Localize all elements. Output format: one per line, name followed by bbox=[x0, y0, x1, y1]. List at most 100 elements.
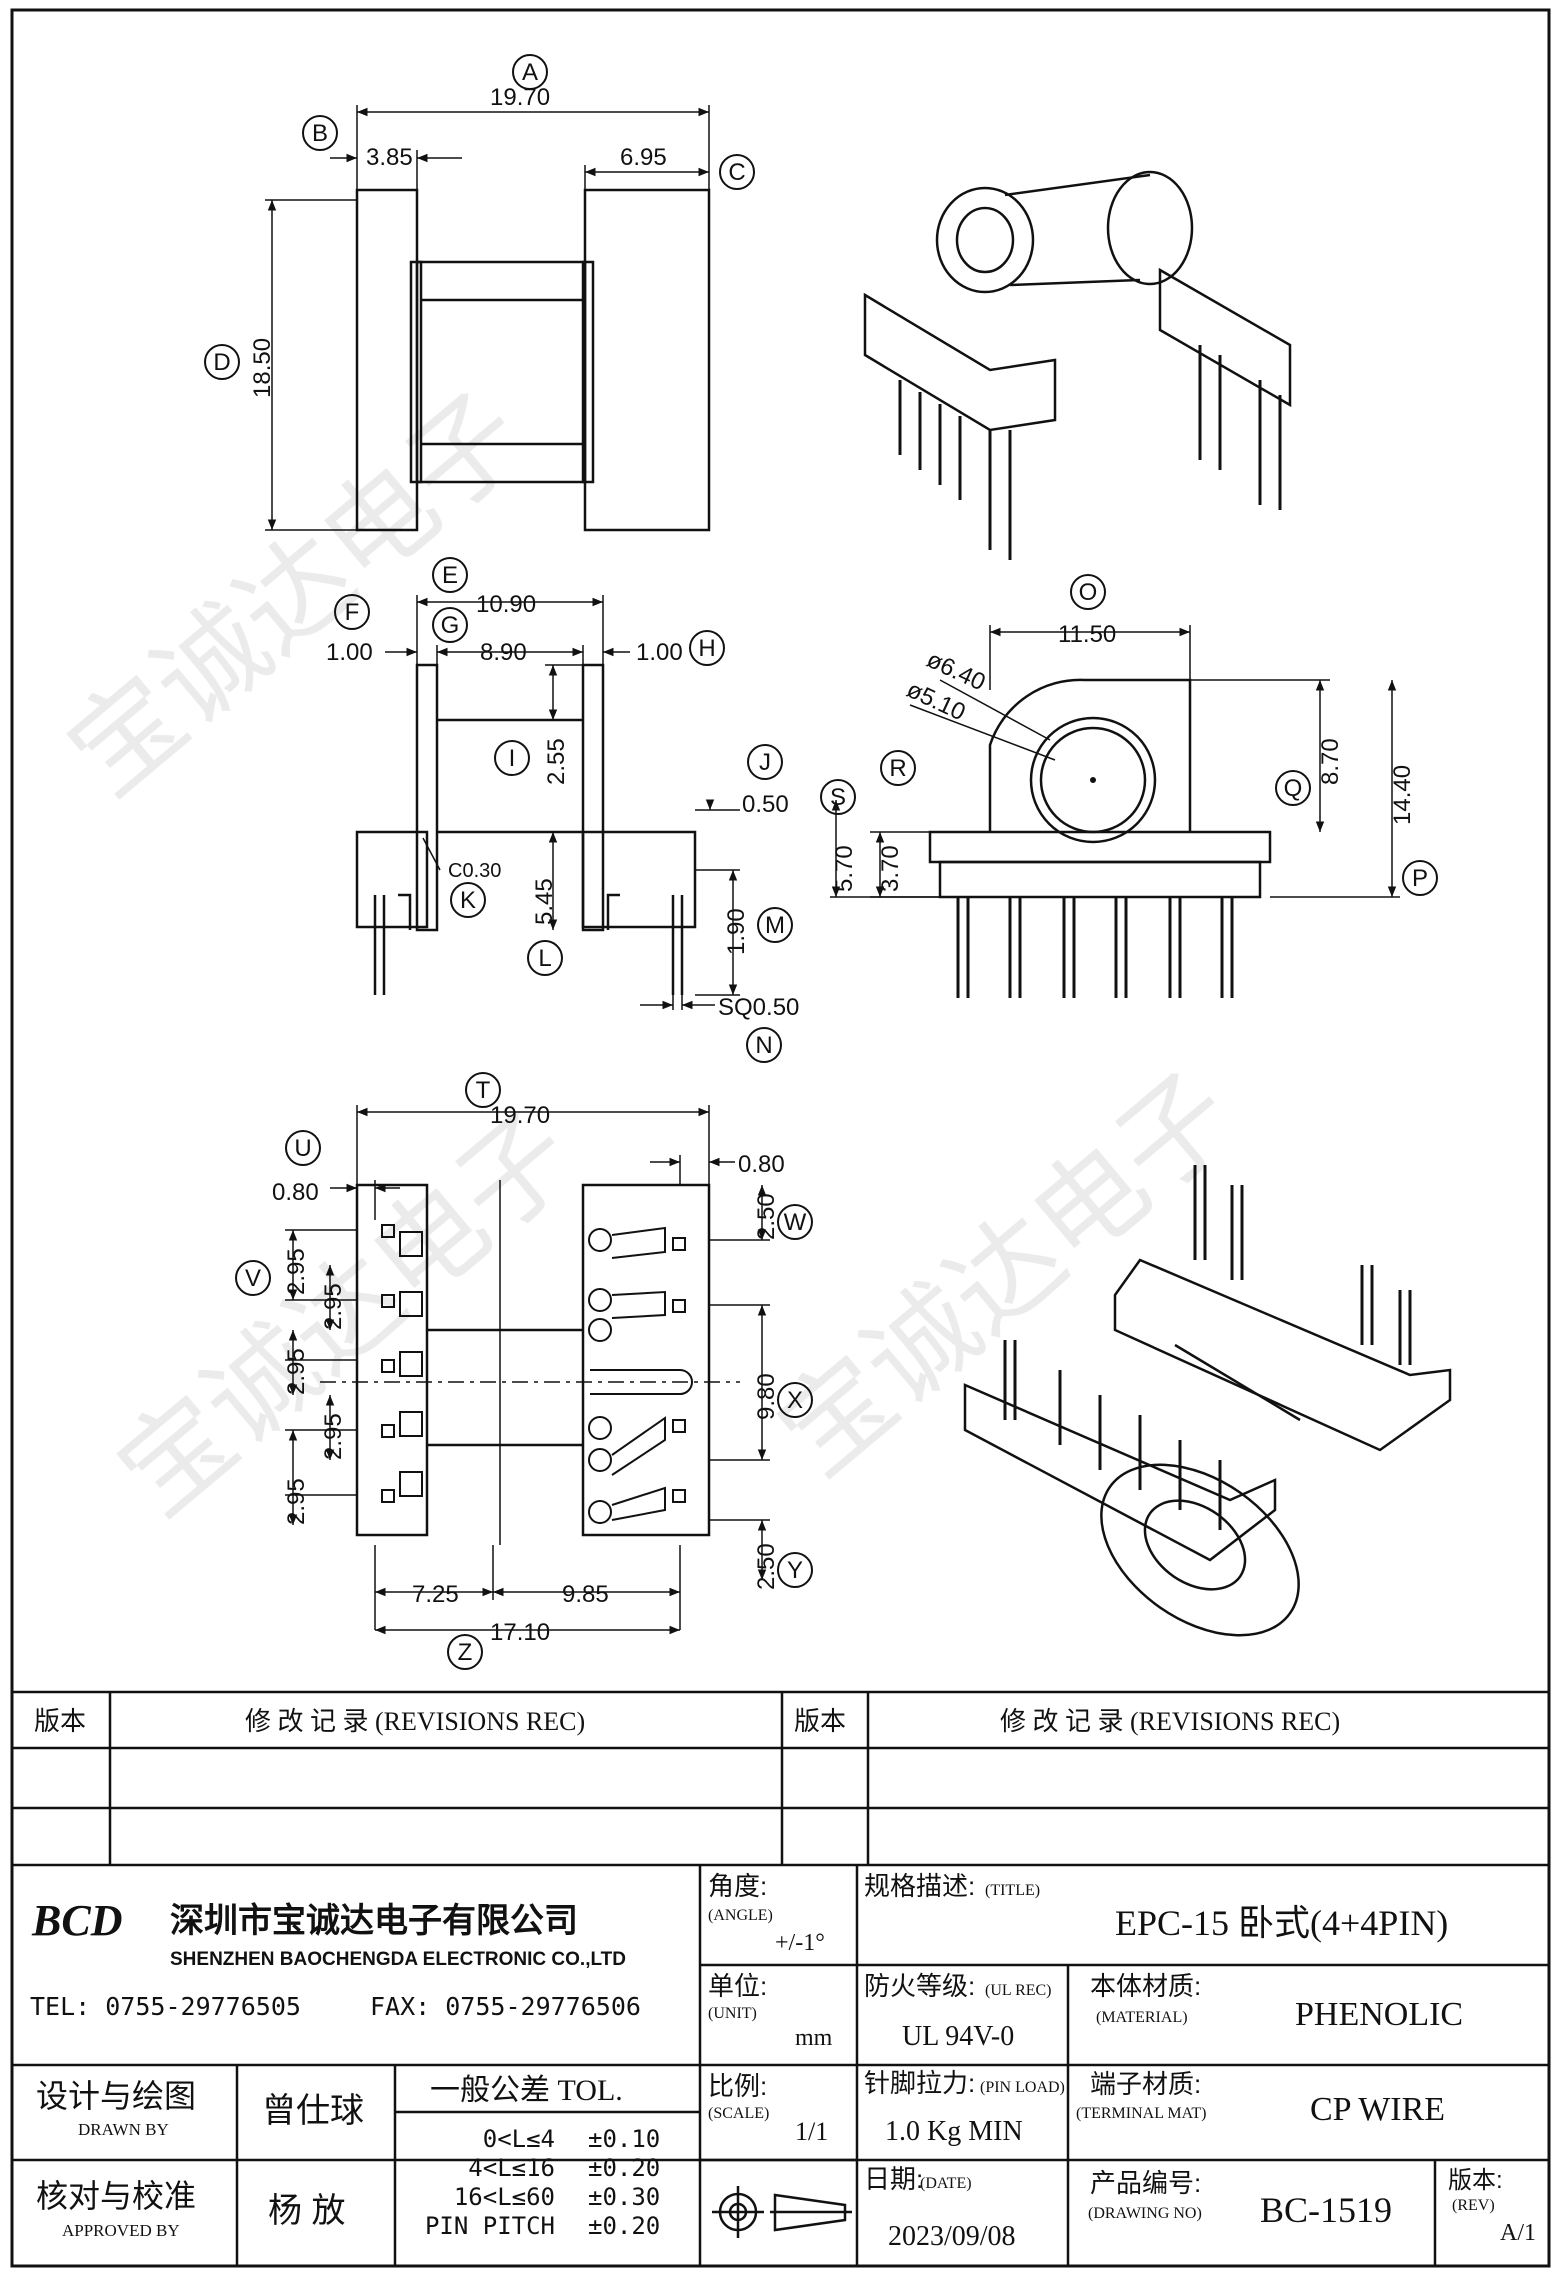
company-fax: FAX: 0755-29776506 bbox=[370, 1992, 641, 2021]
iso-view-bottom bbox=[963, 1165, 1452, 1637]
side-view-dims bbox=[830, 625, 1400, 898]
svg-text:宝诚达电子: 宝诚达电子 bbox=[46, 371, 546, 819]
balloon-N: N bbox=[755, 1032, 772, 1059]
dim-F-value: 1.00 bbox=[326, 639, 373, 666]
dim-L-value: 5.45 bbox=[531, 878, 558, 925]
dim-U-value: 0.80 bbox=[272, 1179, 319, 1206]
dim-G-value: 8.90 bbox=[480, 639, 527, 666]
dim-W-value: 2.50 bbox=[753, 1193, 780, 1240]
designer-value: 曾仕球 bbox=[262, 2092, 364, 2130]
designer-label: 设计与绘图 bbox=[36, 2078, 196, 2114]
front-view-dims bbox=[385, 595, 740, 1010]
balloons: A B C D E F G H I J K L M N O R S Q P T … bbox=[204, 54, 1438, 1670]
left-rec-header: 修 改 记 录 (REVISIONS REC) bbox=[245, 1707, 585, 1736]
revision-headers: 版本 修 改 记 录 (REVISIONS REC) 版本 修 改 记 录 (R… bbox=[34, 1706, 1340, 1736]
company-name-cn: 深圳市宝诚达电子有限公司 bbox=[170, 1901, 578, 1940]
dim-I-value: 2.55 bbox=[543, 738, 570, 785]
side-view bbox=[928, 678, 1272, 998]
balloon-L: L bbox=[538, 945, 551, 972]
dim-M-value: 1.90 bbox=[723, 908, 750, 955]
right-rec-header: 修 改 记 录 (REVISIONS REC) bbox=[1000, 1707, 1340, 1736]
balloon-T: T bbox=[476, 1077, 491, 1104]
front-view bbox=[355, 663, 697, 995]
bottom-view-dims bbox=[285, 1105, 770, 1635]
top-view-dims bbox=[265, 105, 710, 531]
balloon-Y: Y bbox=[787, 1557, 803, 1584]
rev-value: A/1 bbox=[1500, 2220, 1536, 2246]
drawing-label-en: (DRAWING NO) bbox=[1088, 2205, 1202, 2222]
tol-range: PIN PITCH bbox=[425, 2212, 555, 2240]
tol-value: ±0.20 bbox=[588, 2212, 660, 2240]
date-label-en: (DATE) bbox=[920, 2175, 972, 2192]
title-label: 规格描述: bbox=[864, 1871, 975, 1901]
top-view-labels: 19.70 3.85 6.95 18.50 bbox=[249, 84, 667, 398]
balloon-U: U bbox=[294, 1135, 311, 1162]
dim-C-value: 6.95 bbox=[620, 144, 667, 171]
projection-symbol-icon bbox=[712, 2186, 852, 2238]
revision-table bbox=[12, 1690, 1549, 1867]
approver-value: 杨 放 bbox=[268, 2192, 345, 2230]
approver-label-en: APPROVED BY bbox=[62, 2221, 180, 2240]
balloon-O: O bbox=[1079, 579, 1098, 606]
title-fields: 角度: (ANGLE) +/-1° 规格描述: (TITLE) EPC-15 卧… bbox=[708, 1871, 1536, 2252]
dim-P-value: 14.40 bbox=[1389, 765, 1416, 825]
material-value: PHENOLIC bbox=[1295, 1996, 1463, 2033]
iso-view-top bbox=[863, 170, 1292, 560]
dim-H-value: 1.00 bbox=[636, 639, 683, 666]
bottom-view-labels: 19.70 0.80 0.80 2.95 2.95 2.95 2.95 2.95… bbox=[272, 1102, 785, 1646]
date-label: 日期: bbox=[864, 2164, 923, 2194]
balloon-R: R bbox=[889, 755, 906, 782]
balloon-H: H bbox=[698, 635, 715, 662]
material-label: 本体材质: bbox=[1090, 1971, 1201, 2001]
balloon-P: P bbox=[1412, 865, 1428, 892]
scale-label: 比例: bbox=[708, 2071, 767, 2101]
tol-value: ±0.30 bbox=[588, 2183, 660, 2211]
dim-A-value: 19.70 bbox=[490, 84, 550, 111]
pinload-label: 针脚拉力: bbox=[864, 2068, 975, 2098]
tol-value: ±0.20 bbox=[588, 2154, 660, 2182]
sheet-border bbox=[10, 8, 1551, 2268]
balloon-G: G bbox=[441, 612, 460, 639]
material-label-en: (MATERIAL) bbox=[1096, 2009, 1188, 2026]
tol-range: 16<L≤60 bbox=[454, 2183, 555, 2211]
bottom-view bbox=[320, 1180, 740, 1545]
dim-X-value: 9.80 bbox=[753, 1373, 780, 1420]
terminal-value: CP WIRE bbox=[1310, 2091, 1445, 2128]
dim-Z2-value: 9.85 bbox=[562, 1581, 609, 1608]
balloon-I: I bbox=[509, 745, 516, 772]
dim-Q-value: 8.70 bbox=[1317, 738, 1344, 785]
scale-label-en: (SCALE) bbox=[708, 2105, 769, 2122]
terminal-label: 端子材质: bbox=[1090, 2069, 1201, 2099]
fire-label: 防火等级: bbox=[864, 1971, 975, 2001]
dim-V5-value: 2.95 bbox=[283, 1478, 310, 1525]
terminal-label-en: (TERMINAL MAT) bbox=[1076, 2105, 1207, 2122]
dim-T-value: 19.70 bbox=[490, 1102, 550, 1129]
dim-J-value: 0.50 bbox=[742, 791, 789, 818]
dim-R-value: 3.70 bbox=[877, 845, 904, 892]
drawing-value: BC-1519 bbox=[1260, 2190, 1392, 2230]
tol-range: 4<L≤16 bbox=[468, 2154, 555, 2182]
dim-U2-value: 0.80 bbox=[738, 1151, 785, 1178]
balloon-F: F bbox=[345, 599, 360, 626]
balloon-Z: Z bbox=[458, 1639, 473, 1666]
side-view-labels: 11.50 ø6.40 ø5.10 8.70 14.40 3.70 5.70 bbox=[831, 621, 1416, 892]
designer-label-en: DRAWN BY bbox=[78, 2120, 169, 2139]
fire-value: UL 94V-0 bbox=[902, 2021, 1014, 2052]
rev-label-en: (REV) bbox=[1452, 2197, 1495, 2214]
right-rev-header: 版本 bbox=[794, 1706, 846, 1736]
scale-value: 1/1 bbox=[795, 2117, 828, 2146]
dim-Z-value: 17.10 bbox=[490, 1619, 550, 1646]
dim-D-value: 18.50 bbox=[249, 338, 276, 398]
angle-label-en: (ANGLE) bbox=[708, 1907, 773, 1924]
title-label-en: (TITLE) bbox=[985, 1882, 1040, 1899]
unit-label-en: (UNIT) bbox=[708, 2005, 757, 2022]
tol-header: 一般公差 TOL. bbox=[430, 2074, 623, 2107]
signoff-block: 设计与绘图 DRAWN BY 曾仕球 核对与校准 APPROVED BY 杨 放 bbox=[36, 2078, 364, 2240]
dim-K-value: C0.30 bbox=[448, 860, 501, 882]
title-block-lines bbox=[12, 1865, 1549, 2266]
dim-N-value: SQ0.50 bbox=[718, 994, 799, 1021]
balloon-Q: Q bbox=[1284, 775, 1303, 802]
balloon-E: E bbox=[442, 562, 458, 589]
dim-Z1-value: 7.25 bbox=[412, 1581, 459, 1608]
